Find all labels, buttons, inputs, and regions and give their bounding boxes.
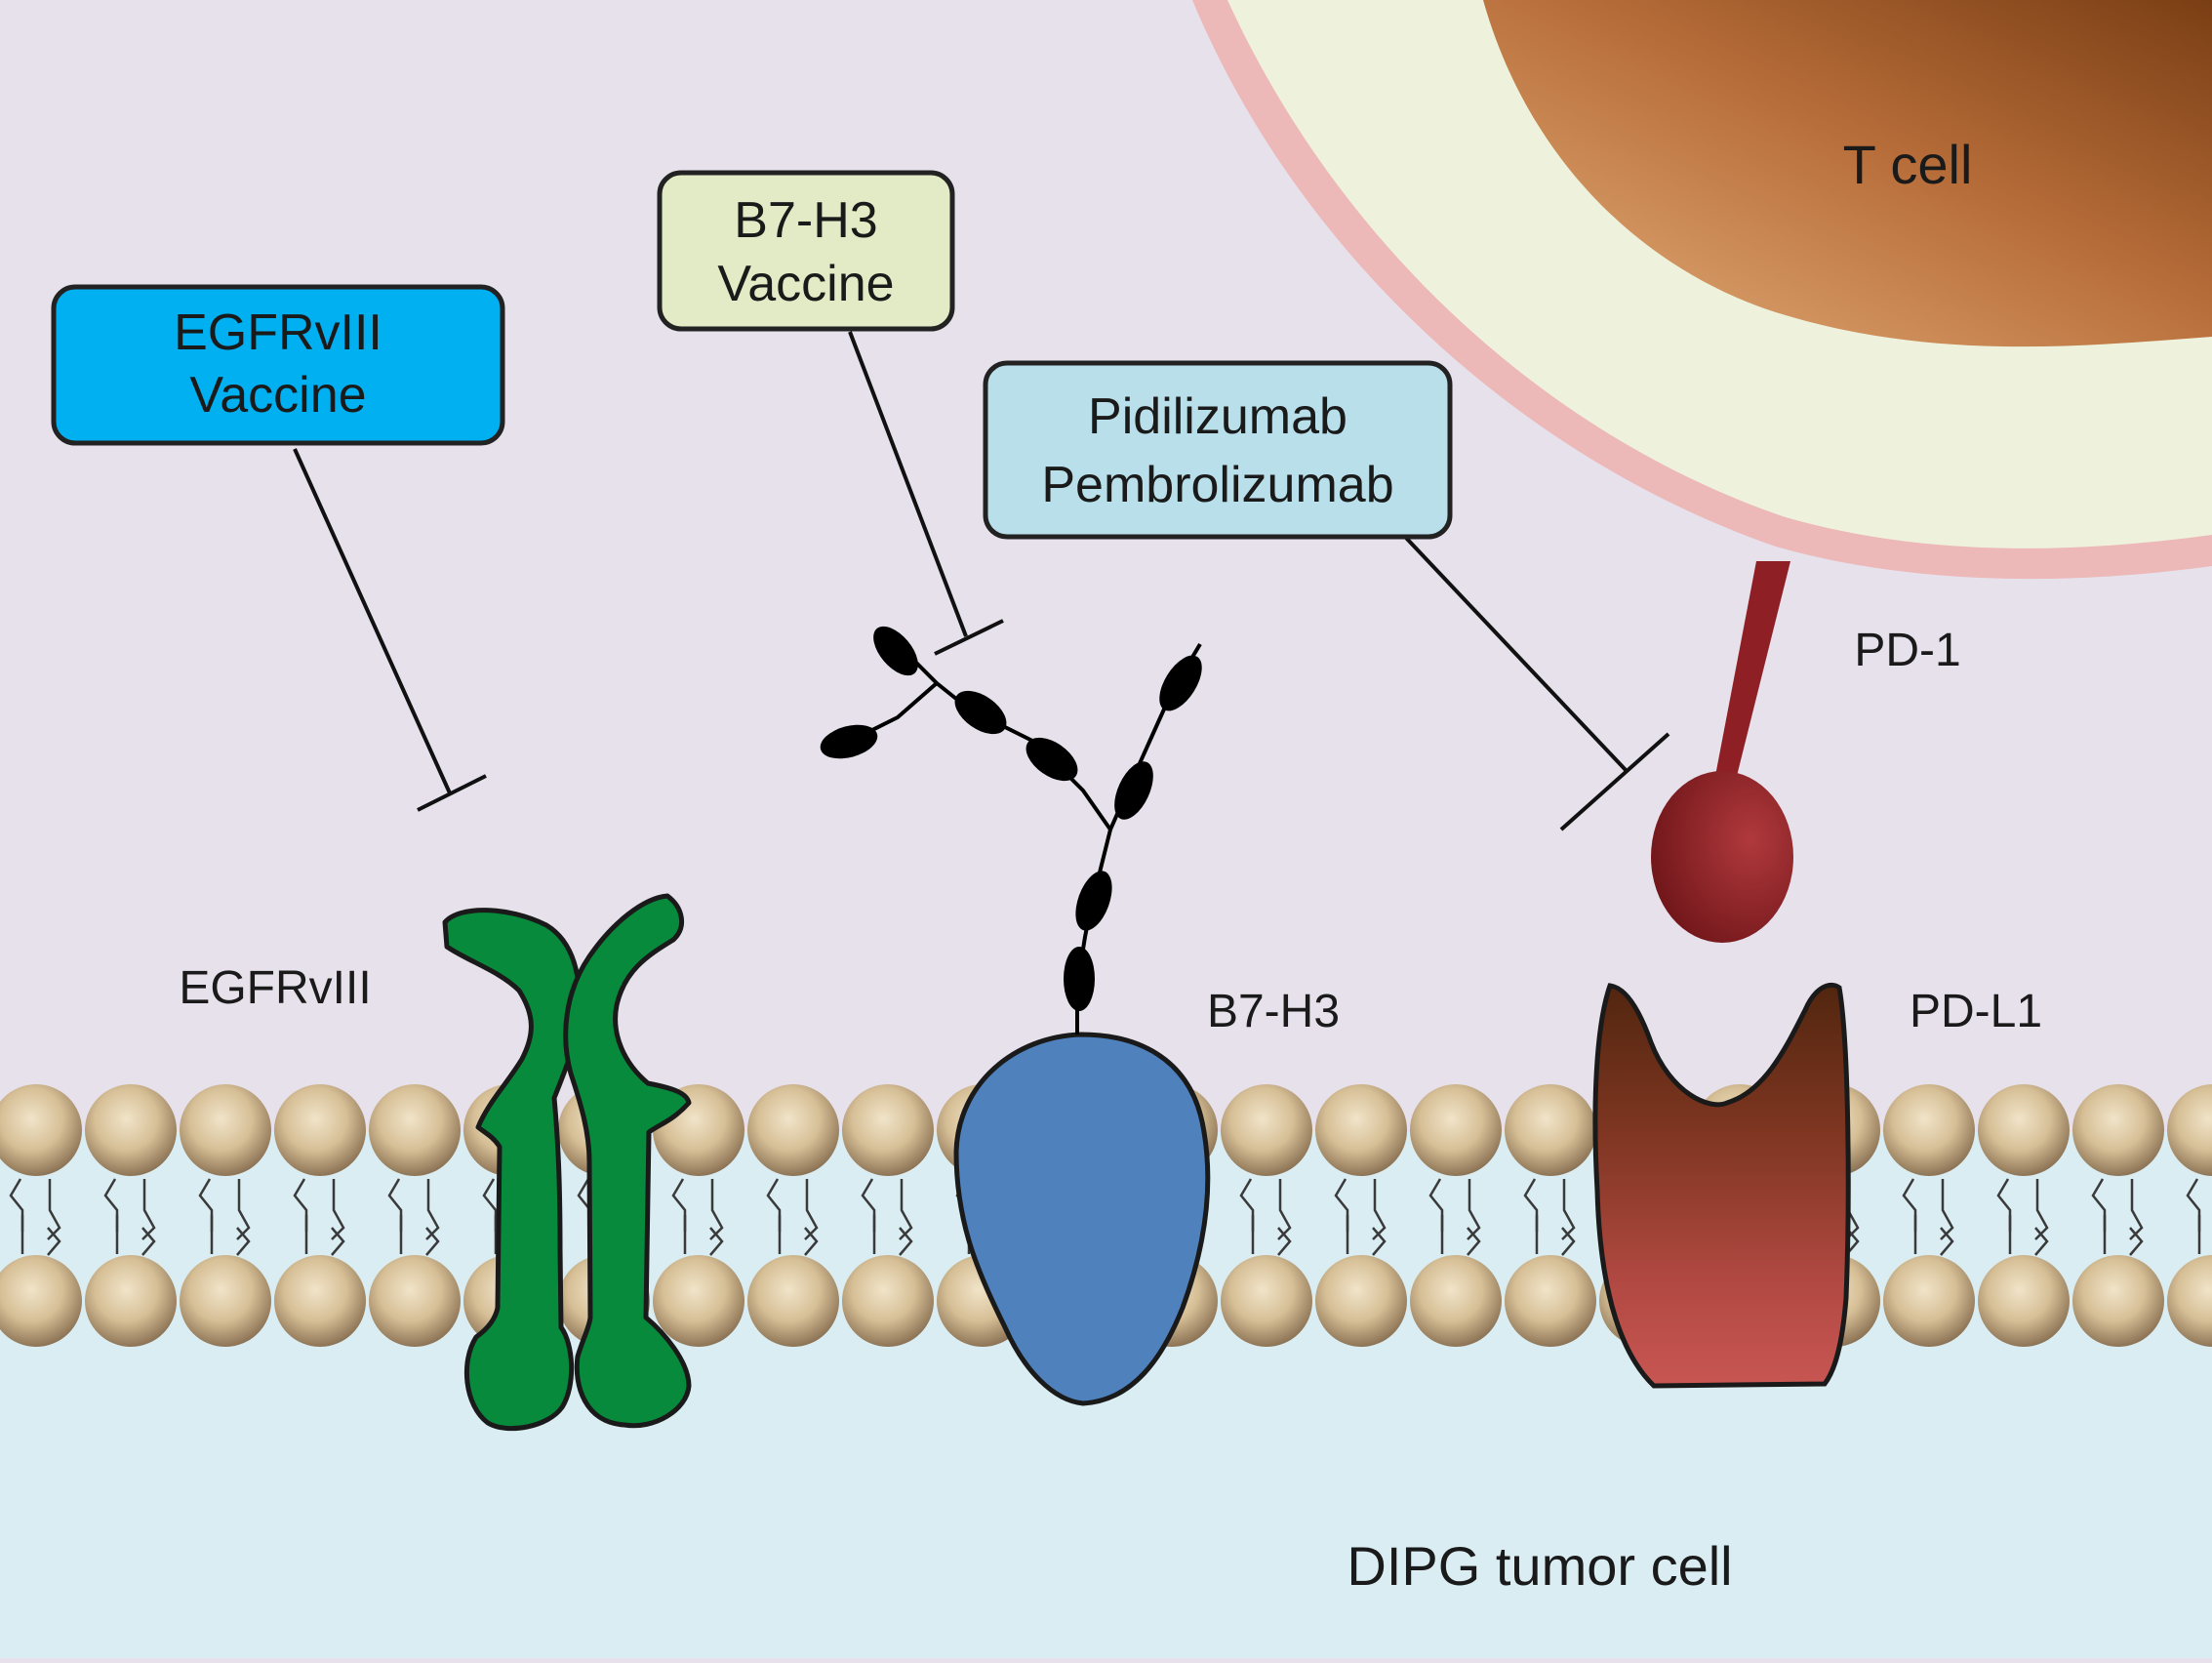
egfr-inhibition-bar — [417, 774, 487, 812]
lipid-head — [747, 1084, 839, 1176]
lipid-head — [85, 1255, 177, 1347]
egfr-label: EGFRvIII — [179, 962, 371, 1014]
egfr-vaccine-line2: Vaccine — [189, 367, 366, 424]
b7h3-vaccine-line1: B7-H3 — [734, 192, 877, 249]
lipid-head — [180, 1084, 271, 1176]
lipid-head — [1315, 1084, 1407, 1176]
t-cell-label: T cell — [1843, 134, 1973, 195]
lipid-tail — [47, 1227, 61, 1256]
b7h3-protein: B7-H3 — [820, 626, 1340, 1406]
lipid-tail — [2034, 1227, 2049, 1256]
pd1-head — [1651, 771, 1793, 943]
lipid-head — [1505, 1084, 1596, 1176]
antibody-domain — [873, 626, 918, 676]
egfr-receptor: EGFRvIII — [179, 893, 692, 1432]
lipid-head — [1410, 1084, 1502, 1176]
antibody-domain — [1114, 761, 1153, 820]
lipid-tail — [331, 1227, 345, 1256]
pd1-receptor: PD-1 — [1651, 561, 1961, 943]
lipid-head — [2072, 1255, 2164, 1347]
tumor-cell-label: DIPG tumor cell — [1347, 1535, 1732, 1597]
b7h3-inhibition-bar — [934, 619, 1004, 656]
antibody-domain — [954, 690, 1007, 735]
pd1-antibodies-line2: Pembrolizumab — [1041, 457, 1393, 513]
lipid-tail — [804, 1227, 819, 1256]
lipid-head — [369, 1255, 461, 1347]
lipid-head — [1221, 1255, 1312, 1347]
pdl1-label: PD-L1 — [1910, 986, 2042, 1037]
lipid-head — [274, 1084, 366, 1176]
antibody-left-arm — [894, 642, 1112, 832]
antibody-inhibition-bar — [1559, 732, 1670, 832]
lipid-tail — [1940, 1227, 1954, 1256]
pd1-antibodies-line1: Pidilizumab — [1088, 388, 1347, 445]
pd1-label: PD-1 — [1854, 625, 1960, 676]
antibody-domain — [1064, 947, 1095, 1011]
b7h3-vaccine-line2: Vaccine — [717, 256, 894, 312]
egfr-monomer-right — [563, 893, 692, 1429]
lipid-head — [842, 1084, 934, 1176]
lipid-head — [274, 1255, 366, 1347]
lipid-head — [747, 1255, 839, 1347]
antibody-domain — [820, 724, 878, 759]
antibody-inhibition-line — [1403, 535, 1629, 773]
egfr-vaccine-line1: EGFRvIII — [174, 304, 382, 361]
lipid-head — [2072, 1084, 2164, 1176]
lipid-tail — [899, 1227, 913, 1256]
lipid-tail — [141, 1227, 156, 1256]
lipid-tail — [1467, 1227, 1481, 1256]
lipid-head — [0, 1255, 82, 1347]
lipid-tail — [709, 1227, 724, 1256]
lipid-head — [369, 1084, 461, 1176]
b7h3-vaccine-box-frame — [657, 170, 955, 332]
lipid-tail — [425, 1227, 440, 1256]
lipid-head — [2167, 1084, 2212, 1176]
antibody-domain — [1159, 655, 1202, 711]
lipid-head — [1883, 1084, 1975, 1176]
b7h3-body — [953, 1032, 1211, 1406]
pd1-stalk — [1715, 561, 1790, 776]
b7h3-antibody — [828, 642, 1202, 1034]
lipid-head — [1505, 1255, 1596, 1347]
lipid-head — [0, 1084, 82, 1176]
inhibition-arrows — [293, 331, 1670, 832]
antibody-domain — [1026, 737, 1078, 782]
pdl1-shape — [1592, 982, 1851, 1389]
antibody-domain — [1075, 871, 1112, 931]
b7h3-inhibition-line — [848, 331, 968, 637]
lipid-tail — [1372, 1227, 1387, 1256]
lipid-head — [1978, 1084, 2070, 1176]
lipid-head — [85, 1084, 177, 1176]
lipid-tail — [2129, 1227, 2144, 1256]
lipid-tail — [1561, 1227, 1576, 1256]
lipid-tail — [236, 1227, 251, 1256]
t-cell: T cell — [1192, 0, 2212, 580]
lipid-head — [1883, 1255, 1975, 1347]
lipid-head — [1978, 1255, 2070, 1347]
pd1-antibodies-box-frame — [983, 360, 1453, 540]
lipid-head — [1410, 1255, 1502, 1347]
pdl1-ligand: PD-L1 — [1592, 982, 2042, 1389]
antibody-domains — [820, 626, 1202, 1011]
lipid-head — [653, 1255, 744, 1347]
pd1-antibodies-box: Pidilizumab Pembrolizumab — [983, 360, 1453, 540]
egfr-vaccine-box: EGFRvIII Vaccine — [51, 284, 505, 446]
t-cell-nucleus — [1483, 0, 2212, 347]
lipid-head — [1315, 1255, 1407, 1347]
b7h3-vaccine-box: B7-H3 Vaccine — [657, 170, 955, 332]
egfr-vaccine-box-frame — [51, 284, 505, 446]
lipid-tail — [1277, 1227, 1292, 1256]
lipid-head — [180, 1255, 271, 1347]
lipid-head — [1221, 1084, 1312, 1176]
lipid-head — [2167, 1255, 2212, 1347]
egfr-inhibition-line — [293, 448, 453, 796]
b7h3-label: B7-H3 — [1207, 986, 1340, 1037]
lipid-head — [842, 1255, 934, 1347]
